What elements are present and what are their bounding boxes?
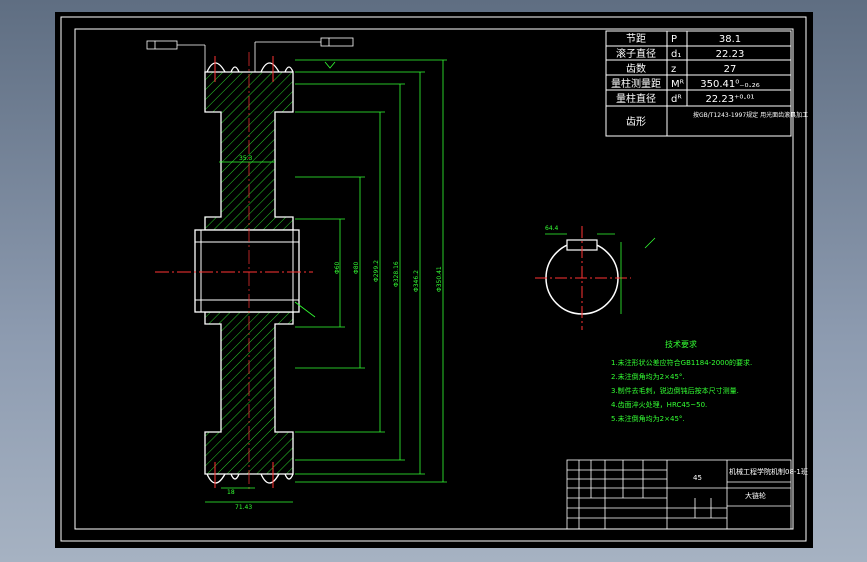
param-name: 节距 bbox=[626, 33, 646, 45]
param-symbol: P bbox=[671, 34, 677, 45]
param-value: 27 bbox=[724, 64, 737, 75]
dim-label: Φ350.41 bbox=[436, 266, 443, 292]
drawing-canvas[interactable]: 节距 P 38.1 滚子直径 d₁ 22.23 齿数 z 27 量柱测量距 Mᴿ… bbox=[55, 12, 813, 548]
outer-frame bbox=[60, 16, 807, 542]
tech-requirements: 技术要求 1.未注形状公差应符合GB1184-2000的要求. 2.未注倒角均为… bbox=[611, 339, 752, 423]
tech-item: 5.未注倒角均为2×45°. bbox=[611, 414, 685, 423]
tech-title: 技术要求 bbox=[665, 339, 697, 349]
param-symbol: dᴿ bbox=[671, 94, 682, 105]
material-label: 45 bbox=[693, 474, 702, 482]
dim-label: Φ60 bbox=[334, 261, 341, 274]
part-name: 大链轮 bbox=[745, 491, 766, 500]
bore bbox=[194, 229, 300, 313]
dim-label: Φ299.2 bbox=[373, 260, 380, 282]
dimensions bbox=[205, 59, 447, 503]
dim-label: Φ346.2 bbox=[413, 270, 420, 292]
param-name: 滚子直径 bbox=[616, 47, 656, 60]
dim-label: Φ80 bbox=[353, 261, 360, 274]
dim-label: 64.4 bbox=[545, 225, 559, 232]
param-value: 按GB/T1243-1997规定 用光面齿滚具加工 bbox=[693, 111, 808, 119]
param-symbol: d₁ bbox=[671, 49, 681, 60]
param-name: 量柱直径 bbox=[616, 92, 656, 105]
dim-label: 35.3 bbox=[239, 155, 253, 162]
tech-item: 3.制件去毛刺，锐边倒钝后按本尺寸测量. bbox=[611, 386, 739, 395]
title-block bbox=[566, 459, 792, 530]
school-label: 机械工程学院机制08-1班 bbox=[729, 467, 808, 476]
inner-frame bbox=[74, 28, 794, 530]
parameter-table bbox=[605, 30, 792, 137]
param-value: 22.23 bbox=[716, 49, 745, 60]
sprocket-drawing: 节距 P 38.1 滚子直径 d₁ 22.23 齿数 z 27 量柱测量距 Mᴿ… bbox=[60, 16, 808, 542]
param-value: 38.1 bbox=[719, 34, 741, 45]
end-view: 64.4 bbox=[535, 225, 656, 330]
tech-item: 1.未注形状公差应符合GB1184-2000的要求. bbox=[611, 358, 752, 367]
param-name: 量柱测量距 bbox=[611, 77, 661, 90]
param-name: 齿形 bbox=[626, 116, 646, 128]
tolerance-frames bbox=[146, 37, 354, 72]
dim-label: Φ328.16 bbox=[393, 261, 400, 287]
tooth-bottom bbox=[206, 473, 294, 484]
param-value: 22.23⁺⁰·⁰¹ bbox=[705, 94, 754, 105]
dim-label: 71.43 bbox=[235, 504, 252, 511]
dim-label: 18 bbox=[227, 489, 235, 496]
section-view bbox=[155, 52, 313, 492]
param-symbol: z bbox=[671, 64, 676, 75]
tech-item: 2.未注倒角均为2×45°. bbox=[611, 372, 685, 381]
param-value: 350.41⁰₋₀.₂₆ bbox=[700, 79, 759, 90]
tech-item: 4.齿面淬火处理，HRC45~50. bbox=[611, 400, 707, 409]
param-name: 齿数 bbox=[626, 62, 646, 75]
param-symbol: Mᴿ bbox=[671, 79, 685, 90]
tooth-top bbox=[206, 62, 294, 73]
